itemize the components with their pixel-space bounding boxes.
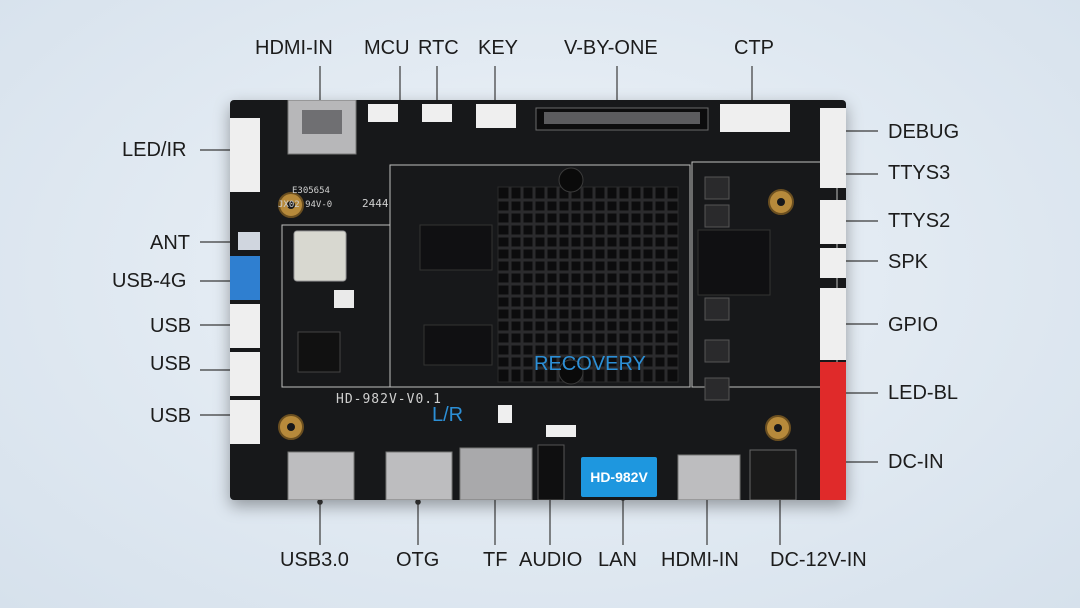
label-lr: L/R [432,404,464,426]
key-connector [476,104,516,128]
usb-connector [230,304,260,348]
label-usb30: USB3.0 [280,549,349,571]
inductor [704,176,730,200]
pmic-chip [697,229,771,296]
label-ttys3: TTYS3 [888,162,951,184]
label-led-ir: LED/IR [122,139,187,161]
recovery-button [546,425,576,437]
lr-connector [498,405,512,423]
spk-connector [820,248,846,278]
label-hdmi-in-top: HDMI-IN [255,37,333,59]
label-recovery: RECOVERY [534,353,646,375]
label-lan: LAN [598,549,637,571]
label-usb-1: USB [150,315,192,337]
silk-model: HD-982V-V0.1 [336,392,442,407]
pcb-board: E305654 JX02 94V-0 2444 HD-982V-V0.1 [230,99,846,502]
heatsink [497,186,679,383]
gpio-connector [820,288,846,360]
label-mcu: MCU [364,37,410,59]
ctp-connector [720,104,790,132]
label-tf: TF [483,549,508,571]
ant-connector [238,232,260,250]
label-usb-4g: USB-4G [112,270,187,292]
inductor [704,204,730,228]
label-ctp: CTP [734,37,774,59]
heatsink-hole [558,167,584,193]
label-audio: AUDIO [519,549,583,571]
dc-jack [749,449,797,501]
silk-date: 2444 [362,197,389,210]
ledir-connector [230,118,260,192]
pcb-artwork [230,99,846,502]
ttys2-connector [820,200,846,244]
label-ant: ANT [150,232,190,254]
modem-outline [281,224,391,388]
usb4g-connector [230,256,260,300]
mcu-connector [368,104,398,122]
label-gpio: GPIO [888,314,939,336]
inductor [704,297,730,321]
rtc-connector [422,104,452,122]
label-v-by-one: V-BY-ONE [564,37,658,59]
label-debug: DEBUG [888,121,960,143]
usb-connector [230,400,260,444]
label-spk: SPK [888,251,929,273]
label-usb-2: USB [150,353,192,375]
otg-port [385,451,453,501]
usb30-port [287,451,355,501]
memory-chip [423,324,493,366]
label-rtc: RTC [418,37,459,59]
tf-slot [459,447,533,501]
debug-ttys3-connector [820,108,846,188]
silk-cert: E305654 [292,186,330,196]
memory-chip [419,224,493,271]
silk-code: JX02 94V-0 [278,200,333,210]
ic-chip [297,331,341,373]
label-usb-3: USB [150,405,192,427]
label-led-bl: LED-BL [888,382,959,404]
inductor [704,377,730,401]
hdmi-port-bottom [677,454,741,501]
lte-module [293,230,347,282]
label-dc-in: DC-IN [888,451,944,473]
sim-component [334,290,354,308]
ledbl-dcin-connector [820,362,846,502]
inductor [704,339,730,363]
label-key: KEY [478,37,519,59]
usb-connector [230,352,260,396]
heatsink-hole [558,359,584,385]
label-otg: OTG [396,549,440,571]
label-dc-12v-in: DC-12V-IN [770,549,867,571]
model-badge: HD-982V [581,457,657,497]
label-ttys2: TTYS2 [888,210,951,232]
audio-jack [537,444,565,501]
label-hdmi-in-bottom: HDMI-IN [661,549,739,571]
